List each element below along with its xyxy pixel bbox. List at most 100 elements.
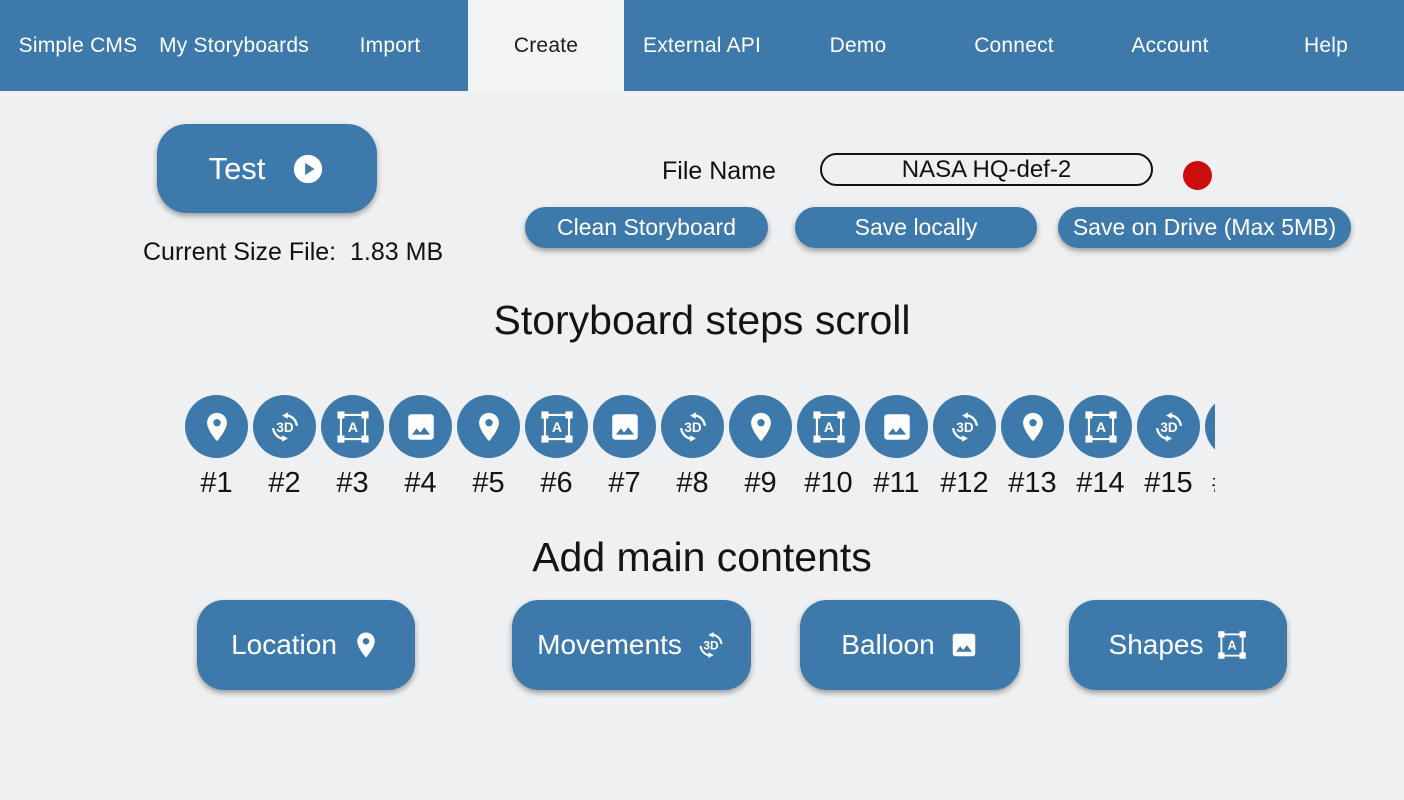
step-item-12: 3D #12: [933, 395, 996, 500]
step-item-6: A #6: [525, 395, 588, 500]
shapes-button-label: Shapes: [1108, 629, 1204, 660]
step-label: #1: [200, 467, 233, 499]
step-circle-10[interactable]: A: [797, 395, 860, 458]
current-size-value: 1.83 MB: [350, 238, 444, 266]
save-locally-button[interactable]: Save locally: [795, 207, 1037, 248]
format-shapes-icon: A: [812, 410, 846, 444]
step-label: #3: [336, 467, 369, 499]
step-circle-4[interactable]: [389, 395, 452, 458]
play-circle-icon: [291, 152, 325, 186]
nav-item-import[interactable]: Import: [359, 33, 421, 57]
save-on-drive-button[interactable]: Save on Drive (Max 5MB): [1058, 207, 1351, 248]
location-button-label: Location: [231, 629, 337, 660]
shapes-button[interactable]: Shapes A: [1069, 600, 1287, 690]
step-item-1: #1: [185, 395, 248, 500]
top-navbar: Simple CMS My Storyboards Import Create Exte…: [0, 0, 1404, 91]
nav-item-external-api[interactable]: External API: [643, 33, 761, 57]
step-circle-3[interactable]: A: [321, 395, 384, 458]
location-pin-icon: [744, 410, 778, 444]
location-pin-icon: [200, 410, 234, 444]
format-shapes-icon: A: [1217, 630, 1247, 660]
step-circle-9[interactable]: [729, 395, 792, 458]
svg-text:A: A: [823, 420, 833, 436]
current-size-label: Current Size File:: [143, 238, 337, 266]
step-label: #8: [676, 467, 709, 499]
step-circle-11[interactable]: [865, 395, 928, 458]
step-label: #16: [1205, 467, 1215, 500]
step-circle-12[interactable]: 3D: [933, 395, 996, 458]
step-circle-8[interactable]: 3D: [661, 395, 724, 458]
nav-item-simple-cms[interactable]: Simple CMS: [18, 33, 138, 57]
step-item-11: #11: [865, 395, 928, 500]
rotation-3d-icon: 3D: [696, 630, 726, 660]
nav-item-my-storyboards[interactable]: My Storyboards: [159, 33, 309, 57]
step-circle-15[interactable]: 3D: [1137, 395, 1200, 458]
nav-item-demo[interactable]: Demo: [829, 33, 887, 57]
step-label: #5: [472, 467, 505, 499]
nav-item-help[interactable]: Help: [1304, 33, 1348, 57]
balloon-button[interactable]: Balloon: [800, 600, 1020, 690]
location-pin-icon: [472, 410, 506, 444]
image-icon: [949, 630, 979, 660]
step-item-4: #4: [389, 395, 452, 500]
step-item-13: #13: [1001, 395, 1064, 500]
record-status-dot: [1183, 161, 1212, 190]
format-shapes-icon: A: [540, 410, 574, 444]
step-item-9: #9: [729, 395, 792, 500]
nav-item-account[interactable]: Account: [1131, 33, 1209, 57]
step-circle-14[interactable]: A: [1069, 395, 1132, 458]
svg-text:3D: 3D: [1160, 419, 1177, 434]
clean-storyboard-button[interactable]: Clean Storyboard: [525, 207, 768, 248]
test-button-label: Test: [208, 150, 266, 186]
step-item-8: 3D #8: [661, 395, 724, 500]
storyboard-steps-scroll[interactable]: #1 3D #2 A #3 #4 #5 A #6 #7 3D #8 #9 A #10 #11 3D #12 #13 A…: [185, 395, 1215, 505]
svg-text:3D: 3D: [956, 419, 973, 434]
step-circle-13[interactable]: [1001, 395, 1064, 458]
step-label: #9: [744, 467, 777, 499]
add-main-contents-heading: Add main contents: [532, 534, 872, 580]
step-label: #12: [940, 467, 989, 499]
file-name-label: File Name: [662, 157, 776, 185]
step-label: #15: [1144, 467, 1193, 499]
step-item-15: 3D #15: [1137, 395, 1200, 500]
step-circle-5[interactable]: [457, 395, 520, 458]
location-pin-icon: [1016, 410, 1050, 444]
current-size-text: Current Size File: 1.83 MB: [143, 238, 443, 267]
svg-text:A: A: [1228, 639, 1237, 653]
svg-text:A: A: [551, 420, 561, 436]
movements-button-label: Movements: [537, 629, 682, 660]
step-item-7: #7: [593, 395, 656, 500]
format-shapes-icon: A: [336, 410, 370, 444]
image-icon: [608, 410, 642, 444]
step-circle-2[interactable]: 3D: [253, 395, 316, 458]
location-button[interactable]: Location: [197, 600, 415, 690]
step-label: #2: [268, 467, 301, 499]
file-name-input[interactable]: [820, 153, 1153, 186]
svg-text:3D: 3D: [703, 638, 719, 652]
step-label: #10: [804, 467, 853, 499]
image-icon: [404, 410, 438, 444]
step-item-2: 3D #2: [253, 395, 316, 500]
step-circle-1[interactable]: [185, 395, 248, 458]
movements-button[interactable]: Movements 3D: [512, 600, 751, 690]
step-label: #4: [404, 467, 437, 499]
step-item-3: A #3: [321, 395, 384, 500]
test-button[interactable]: Test: [157, 124, 377, 213]
rotation-3d-icon: 3D: [1152, 410, 1186, 444]
step-item-16: #16: [1205, 395, 1215, 500]
step-circle-7[interactable]: [593, 395, 656, 458]
format-shapes-icon: A: [1084, 410, 1118, 444]
step-circle-16[interactable]: [1205, 395, 1215, 458]
step-label: #13: [1008, 467, 1057, 499]
rotation-3d-icon: 3D: [268, 410, 302, 444]
svg-text:A: A: [1095, 420, 1105, 436]
step-label: #11: [873, 467, 920, 499]
nav-item-connect[interactable]: Connect: [974, 33, 1054, 57]
svg-text:3D: 3D: [684, 419, 701, 434]
step-label: #6: [540, 467, 573, 499]
storyboard-steps-track: #1 3D #2 A #3 #4 #5 A #6 #7 3D #8 #9 A #10 #11 3D #12 #13 A…: [185, 395, 1215, 500]
nav-item-create[interactable]: Create: [468, 0, 624, 91]
rotation-3d-icon: 3D: [676, 410, 710, 444]
step-label: #7: [608, 467, 641, 499]
step-circle-6[interactable]: A: [525, 395, 588, 458]
